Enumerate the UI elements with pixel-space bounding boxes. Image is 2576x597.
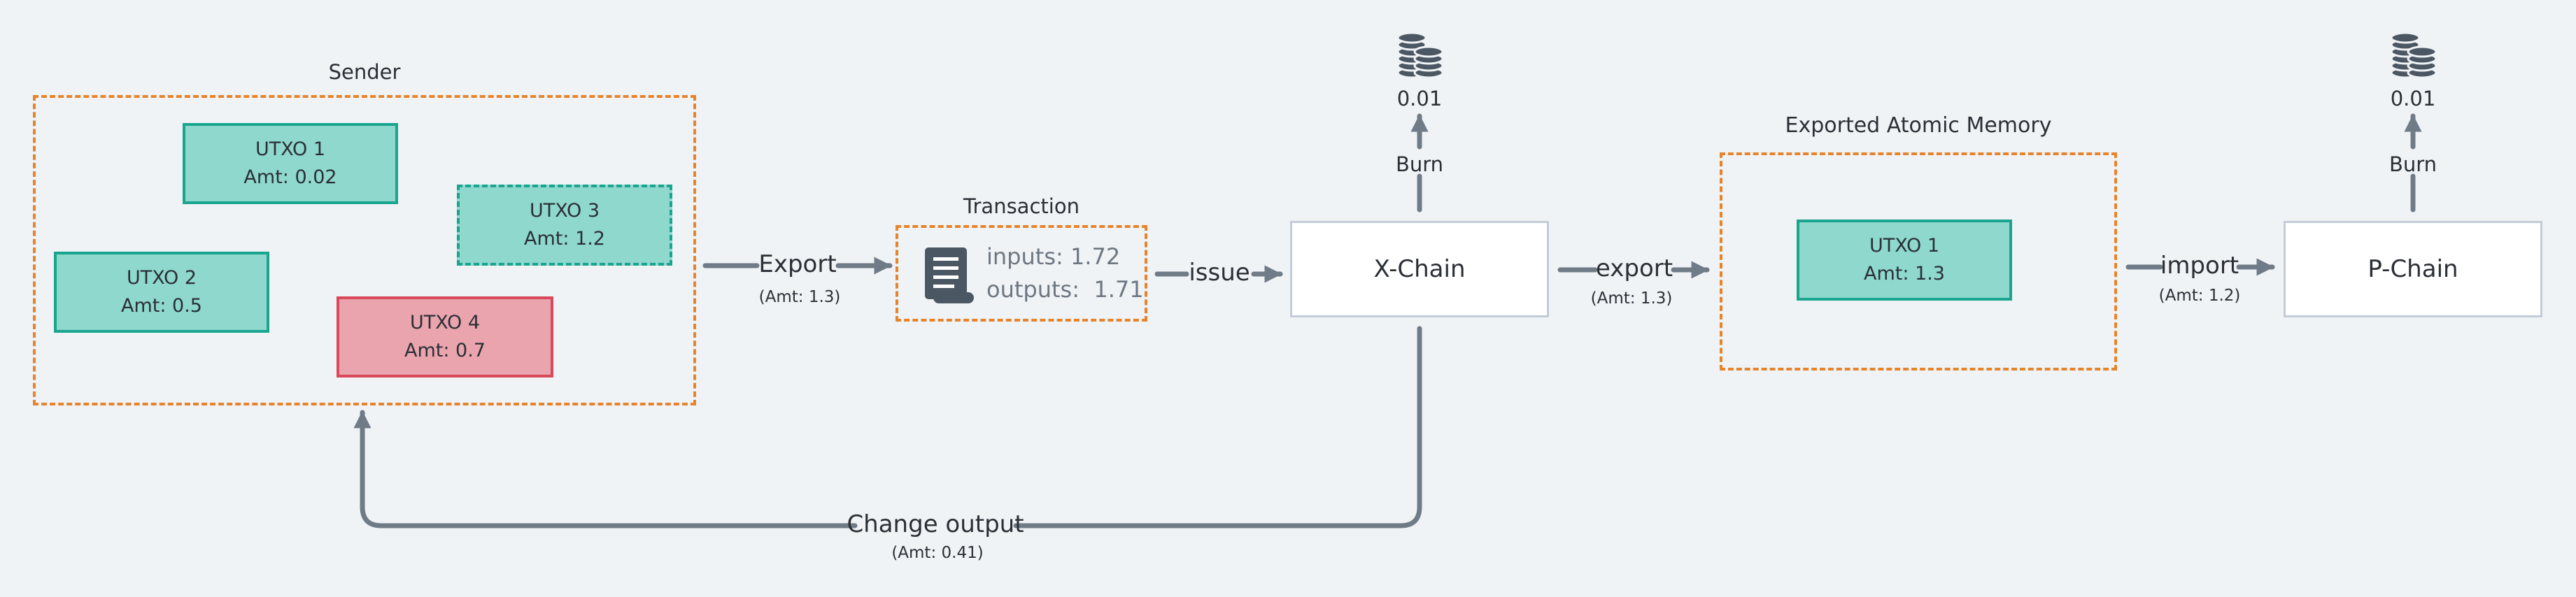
- atomic-utxo-1[interactable]: UTXO 1 Amt: 1.3: [1797, 220, 2012, 301]
- import-edge-amount: (Amt: 1.2): [2158, 287, 2241, 305]
- p-chain-node[interactable]: P-Chain: [2284, 221, 2542, 317]
- coins-icon: [1396, 32, 1444, 78]
- coins-icon: [2390, 32, 2437, 78]
- export-edge-amount: (Amt: 1.3): [758, 288, 841, 306]
- change-path-left: [353, 410, 858, 528]
- issue-edge-label: issue: [1189, 259, 1250, 287]
- import-edge-label: import: [2160, 252, 2239, 280]
- sender-title: Sender: [328, 60, 401, 84]
- x-chain-node[interactable]: X-Chain: [1290, 221, 1549, 317]
- transaction-inputs: inputs: 1.72: [986, 243, 1121, 270]
- transaction-title: Transaction: [963, 194, 1080, 218]
- export-edge-label: Export: [758, 250, 837, 278]
- sender-utxo-2[interactable]: UTXO 2 Amt: 0.5: [54, 252, 269, 333]
- atomic-memory-group: [1720, 152, 2117, 371]
- utxo-amount: Amt: 0.5: [121, 295, 202, 317]
- atomic-memory-title: Exported Atomic Memory: [1785, 113, 2052, 138]
- sender-utxo-1[interactable]: UTXO 1 Amt: 0.02: [183, 123, 398, 204]
- sender-utxo-3[interactable]: UTXO 3 Amt: 1.2: [457, 185, 672, 266]
- utxo-amount: Amt: 1.3: [1864, 263, 1945, 285]
- utxo-amount: Amt: 0.7: [404, 340, 486, 361]
- p-chain-burn-amount: 0.01: [2390, 87, 2436, 110]
- export2-edge-amount: (Amt: 1.3): [1590, 289, 1673, 308]
- receipt-icon: [925, 247, 974, 303]
- utxo-name: UTXO 3: [529, 200, 600, 222]
- export2-edge-label: export: [1595, 254, 1673, 282]
- change-output-label: Change output: [847, 510, 1024, 538]
- utxo-name: UTXO 1: [255, 138, 326, 160]
- x-chain-burn-label: Burn: [1395, 152, 1444, 176]
- x-chain-label: X-Chain: [1373, 255, 1466, 283]
- sender-utxo-4[interactable]: UTXO 4 Amt: 0.7: [337, 296, 553, 377]
- utxo-name: UTXO 1: [1869, 235, 1940, 257]
- change-output-amount: (Amt: 0.41): [891, 544, 984, 562]
- utxo-amount: Amt: 1.2: [524, 228, 605, 250]
- change-path-right: [1013, 326, 1422, 528]
- utxo-name: UTXO 2: [126, 267, 197, 289]
- x-chain-burn-amount: 0.01: [1396, 87, 1443, 110]
- transaction-outputs: outputs: 1.71: [986, 276, 1144, 303]
- p-chain-burn-label: Burn: [2389, 152, 2437, 176]
- sender-group: [33, 95, 696, 405]
- transaction-box[interactable]: [896, 225, 1147, 322]
- utxo-amount: Amt: 0.02: [243, 166, 337, 188]
- p-chain-label: P-Chain: [2368, 255, 2458, 283]
- utxo-name: UTXO 4: [409, 312, 481, 333]
